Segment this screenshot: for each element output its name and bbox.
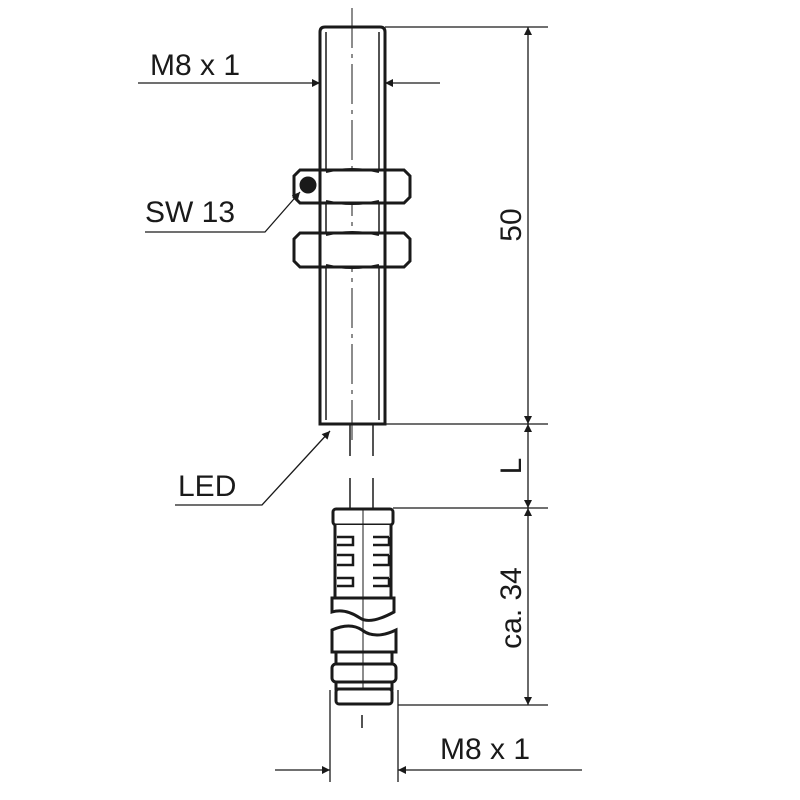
sensor-body: [318, 8, 387, 440]
m8-connector: [330, 507, 398, 728]
connector-length-label: ca. 34: [495, 567, 528, 649]
led-dot-icon: [299, 176, 317, 194]
wrench-size-label: SW 13: [145, 196, 235, 229]
hex-nut-upper: [292, 168, 412, 205]
thread-bottom-label: M8 x 1: [440, 733, 530, 766]
cable-wires: [349, 424, 374, 510]
thread-top-label: M8 x 1: [150, 49, 240, 82]
led-label: LED: [178, 470, 236, 503]
cable-length-label: L: [495, 458, 528, 475]
hex-nut-lower: [292, 231, 412, 269]
dimension-lines: [138, 26, 582, 782]
body-length-label: 50: [495, 208, 528, 241]
